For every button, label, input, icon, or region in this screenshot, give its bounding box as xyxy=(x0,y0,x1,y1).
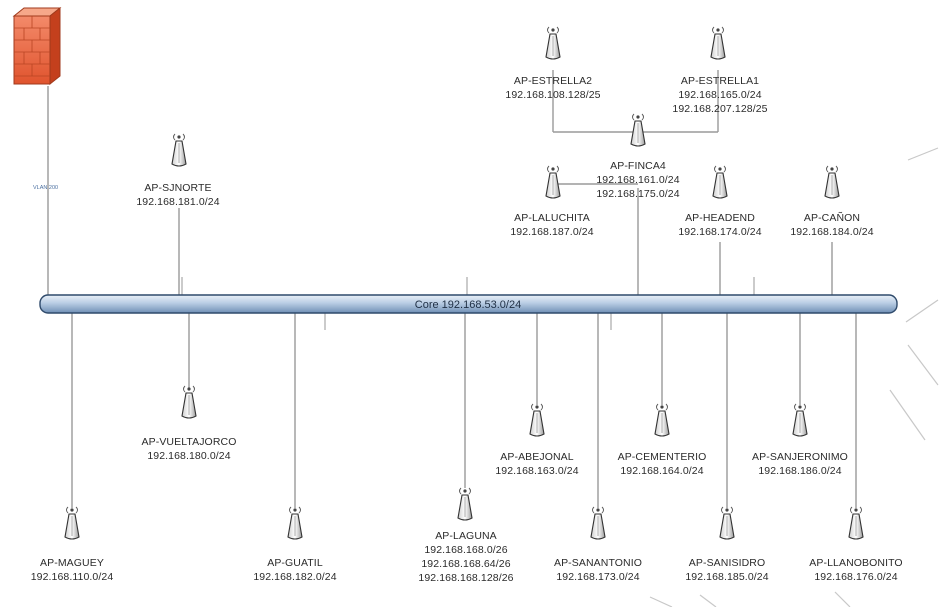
lower-links xyxy=(71,313,857,508)
ap-name: AP-LLANOBONITO xyxy=(809,557,902,569)
access-point-estrella1: AP-ESTRELLA1 192.168.165.0/24 192.168.207.… xyxy=(672,26,768,115)
access-point-abejonal: AP-ABEJONAL 192.168.163.0/24 xyxy=(495,403,579,477)
ap-subnet: 192.168.164.0/24 xyxy=(620,465,703,477)
access-point-vueltajorco: AP-VUELTAJORCO 192.168.180.0/24 xyxy=(142,385,237,462)
ap-subnet: 192.168.187.0/24 xyxy=(510,226,593,238)
antenna-icon xyxy=(654,403,670,437)
access-point-estrella2: AP-ESTRELLA2 192.168.108.128/25 xyxy=(505,26,601,101)
core-label: Core 192.168.53.0/24 xyxy=(415,299,521,311)
ap-name: AP-CEMENTERIO xyxy=(618,451,707,463)
ap-subnet: 192.168.176.0/24 xyxy=(814,571,897,583)
ap-name: AP-FINCA4 xyxy=(610,160,666,172)
ap-subnet: 192.168.186.0/24 xyxy=(758,465,841,477)
access-point-canon: AP-CAÑON 192.168.184.0/24 xyxy=(790,165,874,238)
antenna-icon xyxy=(457,487,473,521)
ap-subnet: 192.168.181.0/24 xyxy=(136,196,219,208)
antenna-icon xyxy=(287,506,303,540)
core-bus: Core 192.168.53.0/24 xyxy=(39,294,898,314)
ap-name: AP-SJNORTE xyxy=(144,182,211,194)
antenna-icon xyxy=(848,506,864,540)
access-point-laluchita: AP-LALUCHITA 192.168.187.0/24 xyxy=(510,165,594,238)
access-point-llanobonito: AP-LLANOBONITO 192.168.176.0/24 xyxy=(809,506,903,583)
ap-subnet: 192.168.207.128/25 xyxy=(672,103,767,115)
ap-subnet: 192.168.161.0/24 xyxy=(596,174,679,186)
ap-subnet: 192.168.174.0/24 xyxy=(678,226,761,238)
antenna-icon xyxy=(529,403,545,437)
antenna-icon xyxy=(710,26,726,60)
ap-subnet: 192.168.168.128/26 xyxy=(418,572,513,584)
vlan-label: VLAN 200 xyxy=(33,185,58,191)
ap-subnet: 192.168.175.0/24 xyxy=(596,188,679,200)
ap-name: AP-SANANTONIO xyxy=(554,557,642,569)
access-points: AP-SJNORTE 192.168.181.0/24 AP-ESTRELLA2 19… xyxy=(31,26,903,584)
access-point-laguna: AP-LAGUNA 192.168.168.0/26 192.168.168.64/… xyxy=(418,487,514,584)
background-decoration xyxy=(649,147,939,607)
ap-name: AP-VUELTAJORCO xyxy=(142,436,237,448)
ap-name: AP-LAGUNA xyxy=(435,530,497,542)
ap-name: AP-ABEJONAL xyxy=(500,451,574,463)
antenna-icon xyxy=(545,165,561,199)
ap-subnet: 192.168.180.0/24 xyxy=(147,450,230,462)
access-point-sanisidro: AP-SANISIDRO 192.168.185.0/24 xyxy=(685,506,769,583)
ap-name: AP-ESTRELLA2 xyxy=(514,75,592,87)
ap-subnet: 192.168.184.0/24 xyxy=(790,226,873,238)
access-point-sanjeronimo: AP-SANJERONIMO 192.168.186.0/24 xyxy=(752,403,848,477)
antenna-icon xyxy=(792,403,808,437)
firewall-icon xyxy=(12,6,62,86)
access-point-headend: AP-HEADEND 192.168.174.0/24 xyxy=(678,165,762,238)
access-point-maguey: AP-MAGUEY 192.168.110.0/24 xyxy=(31,506,114,583)
ap-name: AP-ESTRELLA1 xyxy=(681,75,759,87)
ap-subnet: 192.168.163.0/24 xyxy=(495,465,578,477)
antenna-icon xyxy=(171,133,187,167)
ap-name: AP-CAÑON xyxy=(804,211,860,224)
ap-subnet: 192.168.173.0/24 xyxy=(556,571,639,583)
antenna-icon xyxy=(590,506,606,540)
ap-name: AP-LALUCHITA xyxy=(514,212,590,224)
antenna-icon xyxy=(181,385,197,419)
antenna-icon xyxy=(630,113,646,147)
core-port-stubs xyxy=(181,277,755,330)
ap-subnet: 192.168.108.128/25 xyxy=(505,89,600,101)
ap-subnet: 192.168.168.0/26 xyxy=(424,544,507,556)
access-point-finca4: AP-FINCA4 192.168.161.0/24 192.168.175.0/2… xyxy=(596,113,680,200)
antenna-icon xyxy=(712,165,728,199)
ap-name: AP-GUATIL xyxy=(267,557,323,569)
antenna-icon xyxy=(719,506,735,540)
ap-subnet: 192.168.182.0/24 xyxy=(253,571,336,583)
ap-name: AP-SANJERONIMO xyxy=(752,451,848,463)
ap-name: AP-HEADEND xyxy=(685,212,755,224)
ap-name: AP-MAGUEY xyxy=(40,557,104,569)
ap-name: AP-SANISIDRO xyxy=(689,557,765,569)
access-point-cementerio: AP-CEMENTERIO 192.168.164.0/24 xyxy=(618,403,707,477)
access-point-sjnorte: AP-SJNORTE 192.168.181.0/24 xyxy=(136,133,220,208)
access-point-guatil: AP-GUATIL 192.168.182.0/24 xyxy=(253,506,337,583)
ap-subnet: 192.168.168.64/26 xyxy=(421,558,510,570)
access-point-sanantonio: AP-SANANTONIO 192.168.173.0/24 xyxy=(554,506,642,583)
antenna-icon xyxy=(824,165,840,199)
antenna-icon xyxy=(64,506,80,540)
antenna-icon xyxy=(545,26,561,60)
ap-subnet: 192.168.165.0/24 xyxy=(678,89,761,101)
ap-subnet: 192.168.110.0/24 xyxy=(31,571,114,583)
ap-subnet: 192.168.185.0/24 xyxy=(685,571,768,583)
